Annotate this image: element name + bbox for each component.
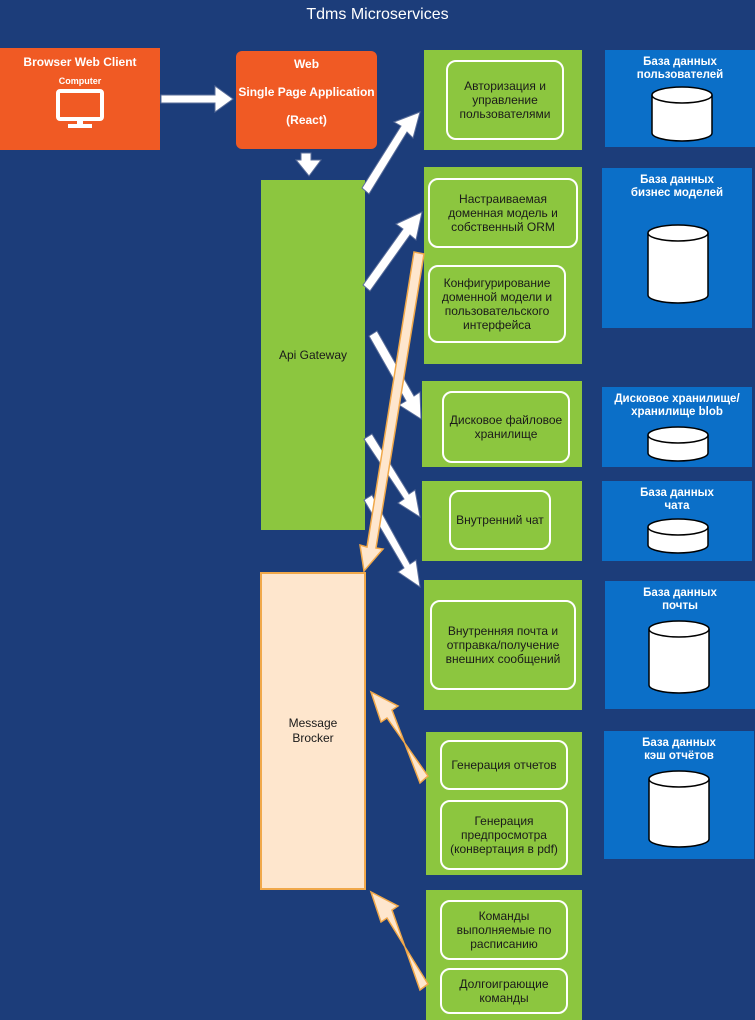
chat-service-group: Внутренний чат [422, 481, 582, 561]
db-blob-label: Дисковое хранилище/ хранилище blob [614, 393, 740, 418]
web-react-label: (React) [286, 113, 327, 127]
domain-service-group: Настраиваемая доменная модель и собствен… [424, 167, 582, 364]
api-gateway-label: Api Gateway [278, 348, 348, 362]
mail-service-label: Внутренняя почта и отправка/получение вн… [445, 624, 561, 666]
scheduled-commands-label: Команды выполняемые по расписанию [456, 909, 552, 951]
db-chat: База данных чата [602, 481, 752, 561]
arrow-commands-to-broker [369, 890, 429, 992]
db-mail-label: База данных почты [643, 587, 717, 612]
db-business: База данных бизнес моделей [602, 168, 752, 328]
database-cylinder-icon [647, 426, 709, 462]
long-running-commands-label: Долгоиграющие команды [459, 977, 549, 1005]
arrow-gateway-to-chat [363, 433, 421, 519]
domain-config-label: Конфигурирование доменной модели и польз… [441, 276, 553, 332]
db-reports-cache-label: База данных кэш отчётов [642, 737, 716, 762]
scheduled-commands-service: Команды выполняемые по расписанию [440, 900, 568, 960]
domain-config-service: Конфигурирование доменной модели и польз… [428, 265, 566, 343]
db-business-label: База данных бизнес моделей [630, 174, 724, 199]
web-spa-label: Single Page Application [238, 85, 375, 99]
database-cylinder-icon [648, 770, 710, 848]
web-spa-box: Web Single Page Application (React) [236, 51, 377, 149]
arrow-gateway-to-domain [362, 211, 423, 292]
database-cylinder-icon [647, 518, 709, 554]
files-service: Дисковое файловое хранилище [442, 391, 570, 463]
mail-service: Внутренняя почта и отправка/получение вн… [430, 600, 576, 690]
files-service-label: Дисковое файловое хранилище [449, 413, 563, 441]
reports-service: Генерация отчетов [440, 740, 568, 790]
db-blob: Дисковое хранилище/ хранилище blob [602, 387, 752, 467]
arrow-client-to-web [160, 85, 234, 113]
client-subtitle: Computer [58, 76, 102, 86]
web-title: Web [293, 57, 320, 71]
reports-service-label: Генерация отчетов [451, 758, 557, 772]
arrow-domain-to-broker [359, 251, 425, 573]
browser-web-client: Browser Web Client Computer [0, 48, 160, 150]
database-cylinder-icon [651, 86, 713, 142]
arrow-web-to-gateway [294, 152, 322, 177]
db-users: База данных пользователей [605, 50, 755, 147]
db-mail: База данных почты [605, 581, 755, 709]
db-reports-cache: База данных кэш отчётов [604, 731, 754, 859]
message-broker: Message Brocker [260, 572, 366, 890]
auth-service-group: Авторизация и управление пользователями [424, 50, 582, 150]
message-broker-label: Message Brocker [288, 716, 338, 745]
diagram-title: Tdms Microservices [306, 6, 449, 23]
database-cylinder-icon [648, 620, 710, 694]
arrow-gateway-to-auth [361, 111, 421, 195]
chat-service: Внутренний чат [449, 490, 551, 550]
preview-service-label: Генерация предпросмотра (конвертация в p… [450, 814, 558, 856]
mail-service-group: Внутренняя почта и отправка/получение вн… [424, 580, 582, 710]
long-running-commands-service: Долгоиграющие команды [440, 968, 568, 1014]
auth-service: Авторизация и управление пользователями [446, 60, 564, 140]
preview-service: Генерация предпросмотра (конвертация в p… [440, 800, 568, 870]
api-gateway: Api Gateway [261, 180, 365, 530]
arrow-reports-to-broker [369, 690, 430, 785]
chat-service-label: Внутренний чат [456, 513, 544, 527]
files-service-group: Дисковое файловое хранилище [422, 381, 582, 467]
reports-service-group: Генерация отчетов Генерация предпросмотр… [426, 732, 582, 875]
client-title: Browser Web Client [23, 55, 137, 69]
database-cylinder-icon [647, 224, 709, 304]
commands-service-group: Команды выполняемые по расписанию Долгои… [426, 890, 582, 1020]
db-chat-label: База данных чата [640, 487, 714, 512]
auth-service-label: Авторизация и управление пользователями [459, 79, 551, 121]
domain-model-service: Настраиваемая доменная модель и собствен… [428, 178, 578, 248]
domain-model-label: Настраиваемая доменная модель и собствен… [448, 192, 558, 234]
db-users-label: База данных пользователей [636, 56, 724, 81]
computer-icon [56, 89, 104, 128]
